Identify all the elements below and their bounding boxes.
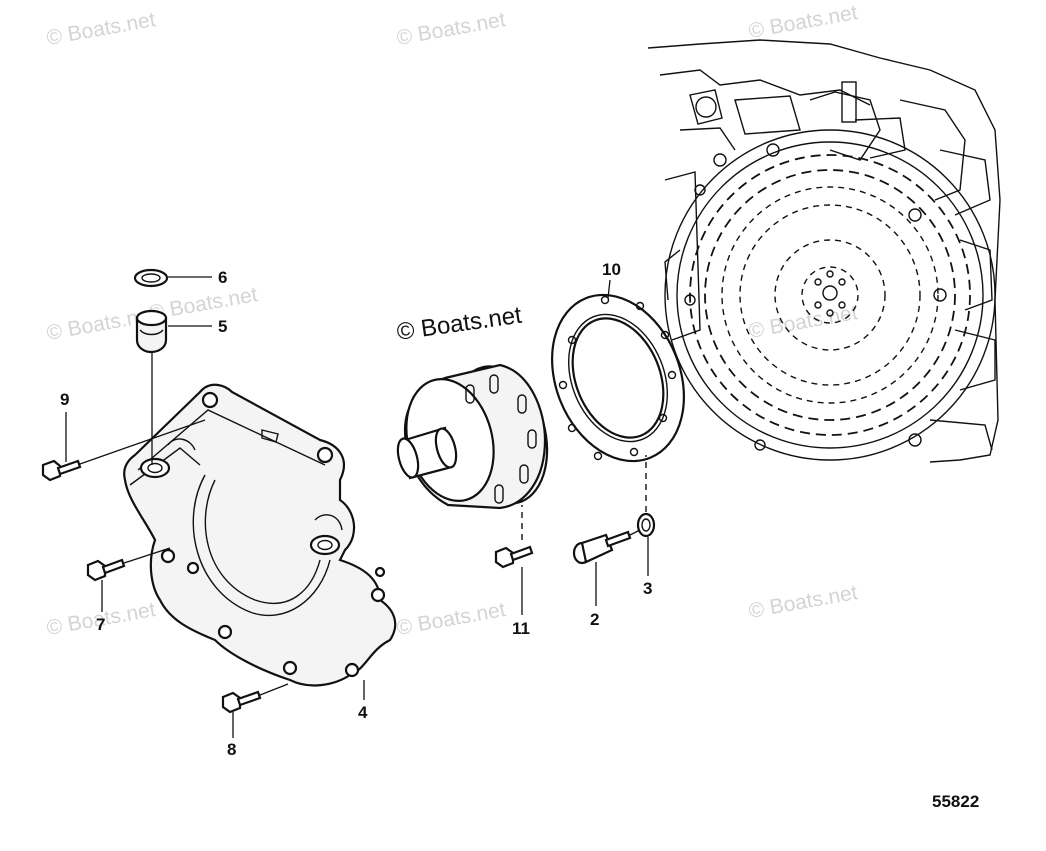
bell-housing-part-4 [123,383,397,687]
callout-label: 11 [512,619,530,638]
watermark: © Boats.net [395,8,508,50]
callouts: 10 6 5 9 7 8 4 11 2 3 [60,260,652,759]
gasket-plate-part-10 [551,293,685,463]
bolt-part-9 [41,419,206,482]
watermark: © Boats.net [45,8,158,50]
bolt-part-7 [86,547,171,582]
screw-part-2 [572,529,641,565]
washer-part-6 [133,268,169,288]
main-watermark: © Boats.net [395,302,524,346]
washer-part-3 [636,455,656,538]
callout-label: 4 [358,703,368,722]
watermark: © Boats.net [747,1,860,43]
callout-label: 2 [590,610,599,629]
watermark: © Boats.net [747,581,860,623]
watermark: © Boats.net [395,598,508,640]
callout-label: 3 [643,579,652,598]
callout-label: 5 [218,317,227,336]
coupler-hub [396,363,549,510]
figure-number: 55822 [932,792,979,811]
bolt-part-11 [494,505,534,569]
callout-label: 8 [227,740,236,759]
callout-label: 10 [602,260,621,279]
callout-label: 7 [96,615,105,634]
callout-label: 9 [60,390,69,409]
bolt-part-8 [221,683,289,714]
engine-flywheel-assembly [647,39,1001,463]
bushing-part-5 [135,309,168,354]
callout-label: 6 [218,268,227,287]
